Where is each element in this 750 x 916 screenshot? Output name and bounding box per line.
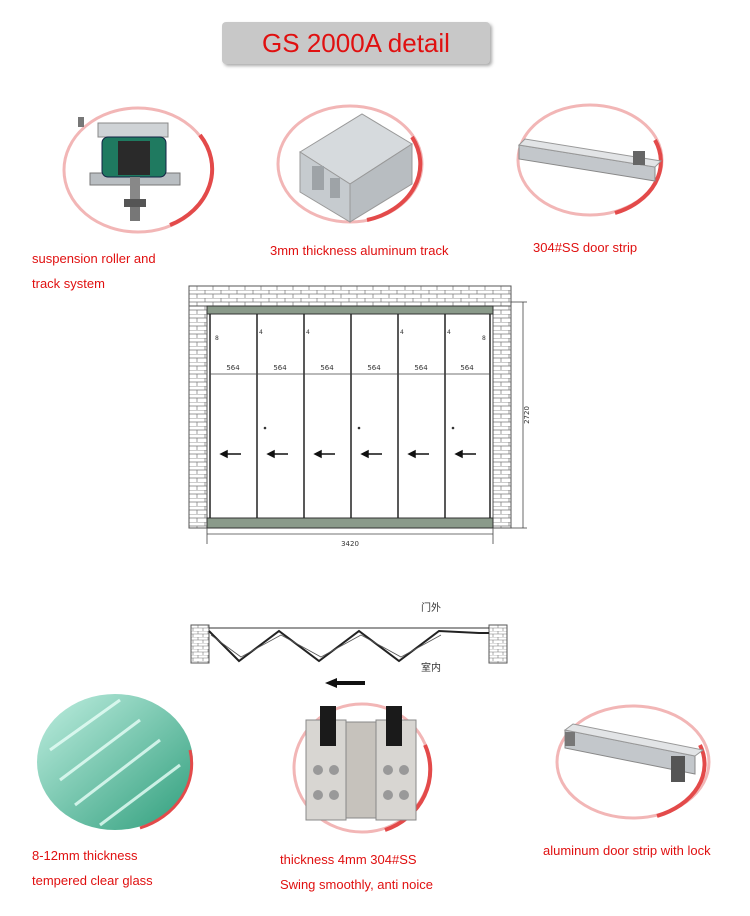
plan-arrow: [325, 678, 365, 688]
edge-mark: 8: [482, 335, 486, 342]
dim-label: 564: [367, 364, 381, 372]
small-mark: 4: [447, 329, 451, 336]
elevation-drawing: 564 564 564 564 564 564 8 8 4 4 4 4 3420…: [188, 285, 531, 548]
plan-drawing: 门外 室内: [190, 601, 508, 688]
edge-mark: 8: [215, 335, 219, 342]
small-mark: 4: [259, 329, 263, 336]
small-mark: 4: [306, 329, 310, 336]
hinge-label: thickness 4mm 304#SS Swing smoothly, ant…: [280, 852, 433, 892]
strip-label: 304#SS door strip: [533, 240, 638, 255]
track-photo: [276, 104, 424, 224]
roller-label: suspension roller and track system: [32, 251, 156, 291]
glass-label: 8-12mm thickness tempered clear glass: [32, 848, 153, 888]
roller-photo: [62, 106, 215, 234]
strip-photo: [516, 103, 664, 217]
dim-label: 564: [226, 364, 240, 372]
width-total: 3420: [341, 540, 359, 548]
glass-photo: [37, 694, 194, 830]
dim-label: 564: [414, 364, 428, 372]
lockstrip-photo: [555, 704, 711, 820]
dim-label: 564: [320, 364, 334, 372]
small-mark: 4: [400, 329, 404, 336]
title-banner: GS 2000A detail: [222, 22, 490, 64]
slide-arrows: [219, 449, 476, 459]
track-label: 3mm thickness aluminum track: [270, 243, 449, 258]
outside-label: 门外: [421, 601, 441, 614]
hinge-photo: [292, 702, 433, 834]
dim-label: 564: [460, 364, 474, 372]
dim-label: 564: [273, 364, 287, 372]
page-title: GS 2000A detail: [262, 27, 450, 58]
lockstrip-label: aluminum door strip with lock: [543, 843, 711, 858]
inside-label: 室内: [421, 661, 441, 674]
height-total: 2720: [523, 406, 531, 424]
